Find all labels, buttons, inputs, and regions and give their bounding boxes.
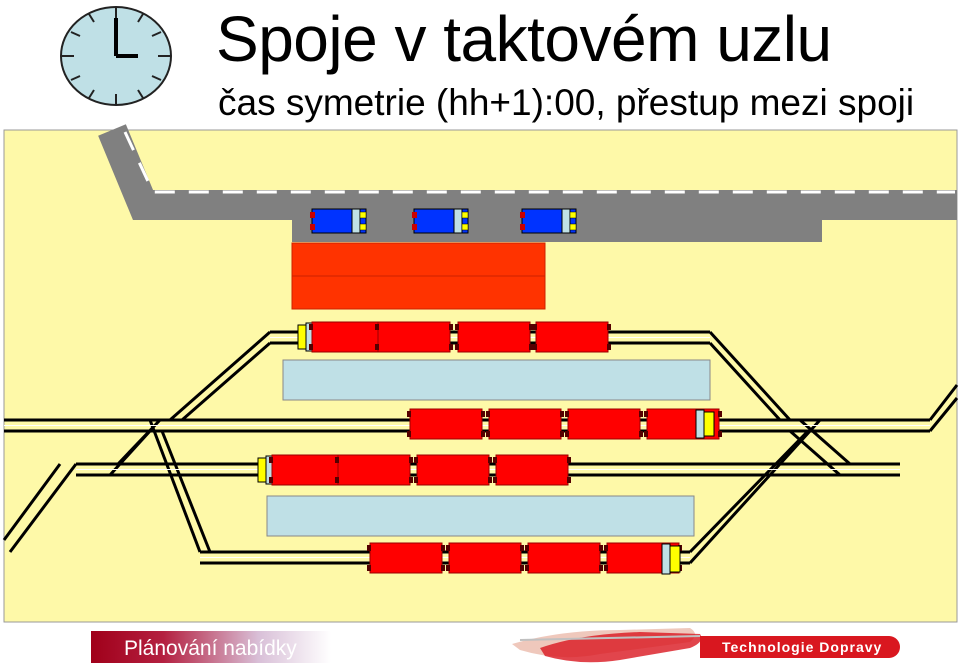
slide-subtitle: čas symetrie (hh+1):00, přestup mezi spo… bbox=[218, 82, 915, 123]
bus bbox=[519, 208, 577, 234]
platform-lower bbox=[266, 495, 695, 537]
slide-title: Spoje v taktovém uzlu bbox=[216, 3, 832, 75]
brand-bar bbox=[700, 636, 900, 658]
train-logo-icon bbox=[512, 628, 702, 663]
train bbox=[366, 542, 683, 575]
footer-label: Plánování nabídky bbox=[124, 637, 297, 660]
bus-station bbox=[291, 242, 546, 310]
platform-upper bbox=[282, 359, 711, 401]
footer-band bbox=[91, 631, 331, 663]
brand-text: Technologie Dopravy bbox=[722, 639, 883, 655]
train bbox=[406, 408, 723, 440]
bus bbox=[309, 208, 367, 234]
clock-icon bbox=[60, 6, 172, 106]
bus bbox=[411, 208, 469, 234]
